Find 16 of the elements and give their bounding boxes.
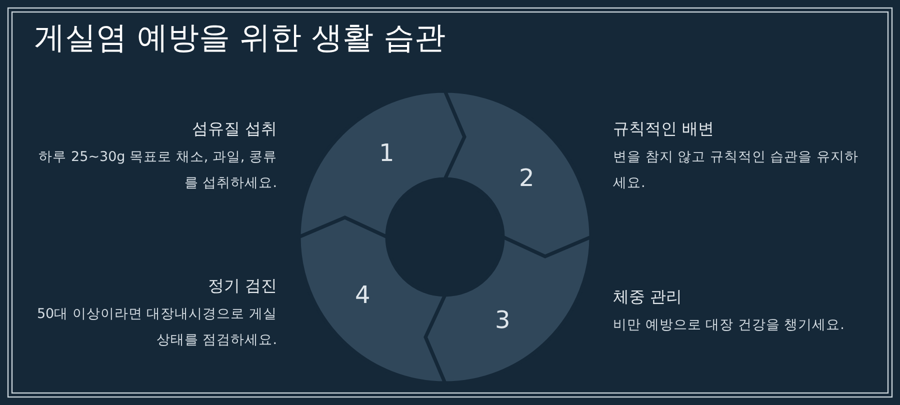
step-description: 비만 예방으로 대장 건강을 챙기세요. bbox=[613, 316, 846, 335]
step-heading: 섬유질 섭취 bbox=[190, 118, 277, 140]
step-number: 1 bbox=[379, 139, 394, 167]
title: 게실염 예방을 위한 생활 습관 bbox=[34, 19, 446, 58]
step-heading: 체중 관리 bbox=[613, 286, 684, 308]
step-description: 하루 25~30g 목표로 채소, 과일, 콩류를 섭취하세요. bbox=[38, 148, 277, 193]
step-heading: 정기 검진 bbox=[206, 275, 277, 297]
step-number: 2 bbox=[519, 164, 534, 192]
step-description: 50대 이상이라면 대장내시경으로 게실 상태를 점검하세요. bbox=[36, 305, 277, 350]
step-number: 4 bbox=[355, 281, 370, 309]
ring-segment bbox=[299, 217, 445, 383]
step-heading: 규칙적인 배변 bbox=[613, 118, 716, 140]
step-number: 3 bbox=[495, 306, 510, 334]
ring-segment bbox=[425, 237, 591, 383]
ring-segment bbox=[445, 91, 591, 257]
step-description: 변을 참지 않고 규칙적인 습관을 유지하세요. bbox=[613, 148, 860, 193]
